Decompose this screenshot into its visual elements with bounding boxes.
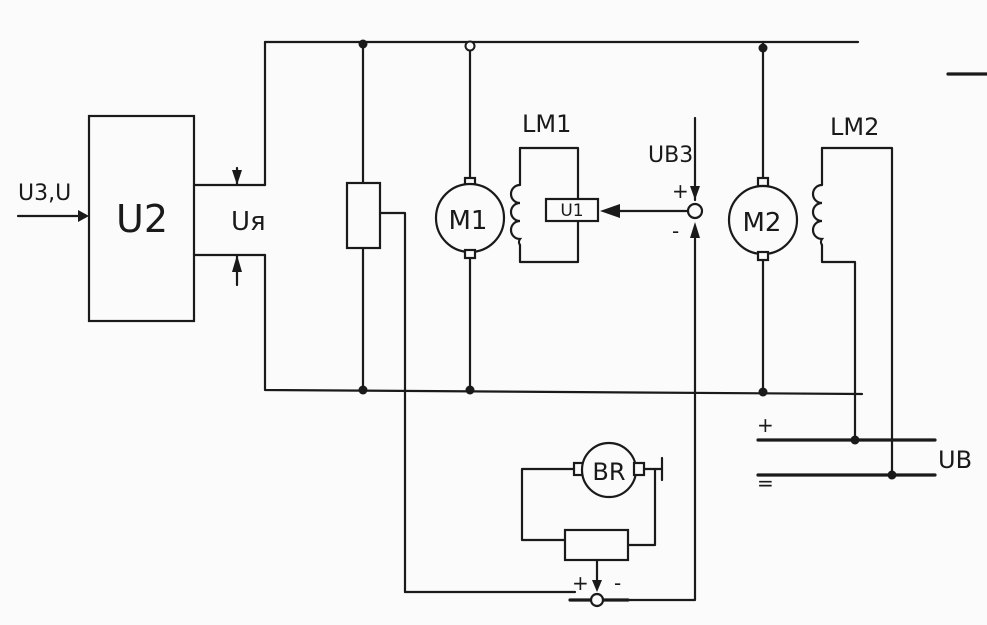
motor2-label: M2 xyxy=(743,208,782,238)
field2-label: LM2 xyxy=(830,113,879,141)
excitation-ref-minus: - xyxy=(672,219,679,243)
unit-u1: U1 xyxy=(544,197,690,223)
excitation-supply-label: UB xyxy=(938,446,972,474)
converter-label: U2 xyxy=(116,197,168,241)
excitation-supply: + = UB xyxy=(756,413,972,495)
excitation-ref-label: UB3 xyxy=(648,143,693,168)
unit1-label: U1 xyxy=(560,201,583,221)
armature-voltage-label: Uя xyxy=(231,207,266,237)
excitation-ref-plus: + xyxy=(672,179,689,203)
input-signal-label: U3,U xyxy=(18,181,71,206)
potentiometer xyxy=(345,39,577,594)
tacho-label: BR xyxy=(592,458,625,486)
field-winding-lm1: LM1 xyxy=(509,110,580,264)
supply-minus: = xyxy=(757,471,774,495)
field-winding-lm2: LM2 xyxy=(811,113,894,477)
bottom-bus xyxy=(263,253,864,396)
slider-minus: - xyxy=(614,571,621,595)
tachogenerator-br: BR xyxy=(520,441,664,562)
motor-m2: M2 xyxy=(727,40,799,397)
slider-plus: + xyxy=(572,571,589,595)
supply-plus: + xyxy=(757,413,774,437)
converter-output-leads: Uя xyxy=(192,166,267,287)
field1-label: LM1 xyxy=(522,110,571,138)
excitation-reference: UB3 + - xyxy=(590,116,704,602)
output-slider: + - xyxy=(568,558,630,608)
motor-m1: M1 xyxy=(434,40,506,395)
converter-u2: U2 xyxy=(87,114,196,323)
motor1-label: M1 xyxy=(449,206,488,236)
input-signal: U3,U xyxy=(16,181,89,222)
